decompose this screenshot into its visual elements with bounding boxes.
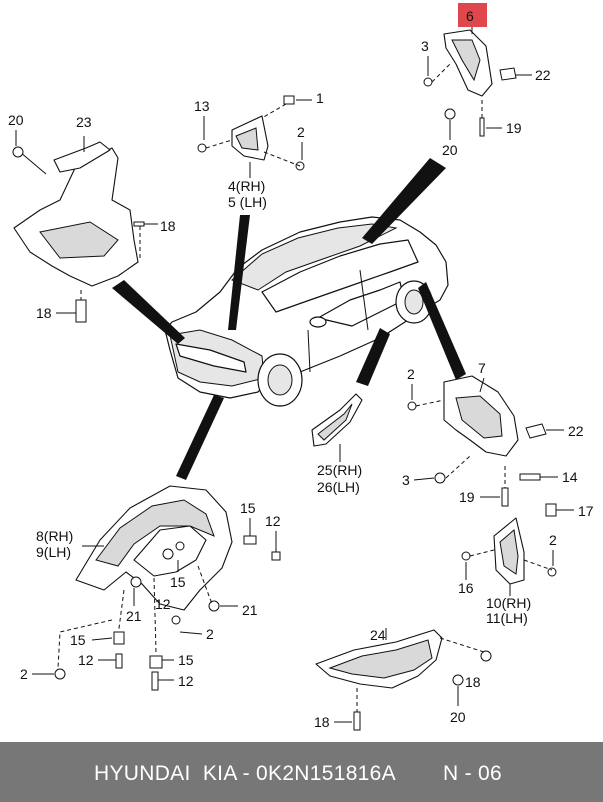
front-wheel-liner-8-9 xyxy=(54,485,281,691)
callout-23: 23 xyxy=(76,114,92,130)
callout-11-lh: 11(LH) xyxy=(486,610,528,626)
callout-12-mid: 12 xyxy=(155,596,171,612)
callout-19-top: 19 xyxy=(506,120,522,136)
callout-20-top: 20 xyxy=(442,142,458,158)
callout-10-rh: 10(RH) xyxy=(486,595,531,611)
mudguard-10-11 xyxy=(461,503,557,596)
callout-18-rear-right: 18 xyxy=(465,674,481,690)
rear-wheel-liner-7 xyxy=(407,375,547,507)
callout-14: 14 xyxy=(562,469,578,485)
engine-undercover-23 xyxy=(12,136,145,323)
callout-2-mudflap: 2 xyxy=(549,532,557,548)
callout-labels: 1 13 2 4(RH) 5 (LH) 20 23 18 18 6 3 22 1… xyxy=(8,8,594,730)
callout-9-lh: 9(LH) xyxy=(36,544,71,560)
car-illustration xyxy=(164,216,449,407)
callout-18-upper: 18 xyxy=(160,218,176,234)
callout-13: 13 xyxy=(194,98,210,114)
catalog-number: HYUNDAI KIA - 0K2N151816A xyxy=(94,762,396,785)
callout-24: 24 xyxy=(370,627,386,643)
catalog-footer-bar: HYUNDAI KIA - 0K2N151816A N - 06 xyxy=(0,742,603,802)
callout-12-lower-mid: 12 xyxy=(178,673,194,689)
callout-12-lower-left: 12 xyxy=(78,652,94,668)
callout-20-rear: 20 xyxy=(450,709,466,725)
callout-21-right: 21 xyxy=(242,602,258,618)
callout-15-mid: 15 xyxy=(170,574,186,590)
callout-5-lh: 5 (LH) xyxy=(228,194,267,210)
parts-diagram: 1 13 2 4(RH) 5 (LH) 20 23 18 18 6 3 22 1… xyxy=(8,3,594,731)
mudguard-4-5 xyxy=(197,95,305,178)
callout-20-left: 20 xyxy=(8,112,24,128)
callout-22-rear: 22 xyxy=(568,423,584,439)
callout-16: 16 xyxy=(458,580,474,596)
page-code: N - 06 xyxy=(443,762,502,785)
callout-17: 17 xyxy=(578,503,594,519)
callout-2-rear: 2 xyxy=(407,366,415,382)
callout-8-rh: 8(RH) xyxy=(36,528,73,544)
callout-15-lower-mid: 15 xyxy=(178,652,194,668)
callout-2-lower-left: 2 xyxy=(20,666,28,682)
callout-6: 6 xyxy=(466,8,474,24)
callout-2-top: 2 xyxy=(297,124,305,140)
callout-6-highlight xyxy=(458,3,487,27)
callout-18-rear-left: 18 xyxy=(314,714,330,730)
callout-12-upper-right: 12 xyxy=(265,513,281,529)
callout-22-top: 22 xyxy=(535,67,551,83)
callout-3-rear: 3 xyxy=(402,472,410,488)
callout-1: 1 xyxy=(316,90,324,106)
side-strip-25-26 xyxy=(311,393,363,462)
callout-7: 7 xyxy=(478,360,486,376)
callout-19-rear: 19 xyxy=(459,489,475,505)
callout-3-top: 3 xyxy=(421,38,429,54)
callout-18-lower: 18 xyxy=(36,305,52,321)
callout-25-rh: 25(RH) xyxy=(317,462,362,478)
callout-26-lh: 26(LH) xyxy=(317,479,360,495)
callout-21-mid: 21 xyxy=(126,608,142,624)
callout-4-rh: 4(RH) xyxy=(228,178,265,194)
pointer-wedges xyxy=(112,158,466,480)
callout-2-front: 2 xyxy=(206,626,214,642)
rear-splash-guard-6 xyxy=(423,29,517,137)
callout-15-lower-left: 15 xyxy=(70,632,86,648)
rear-undercover-24 xyxy=(315,628,492,731)
callout-15-upper-right: 15 xyxy=(240,500,256,516)
